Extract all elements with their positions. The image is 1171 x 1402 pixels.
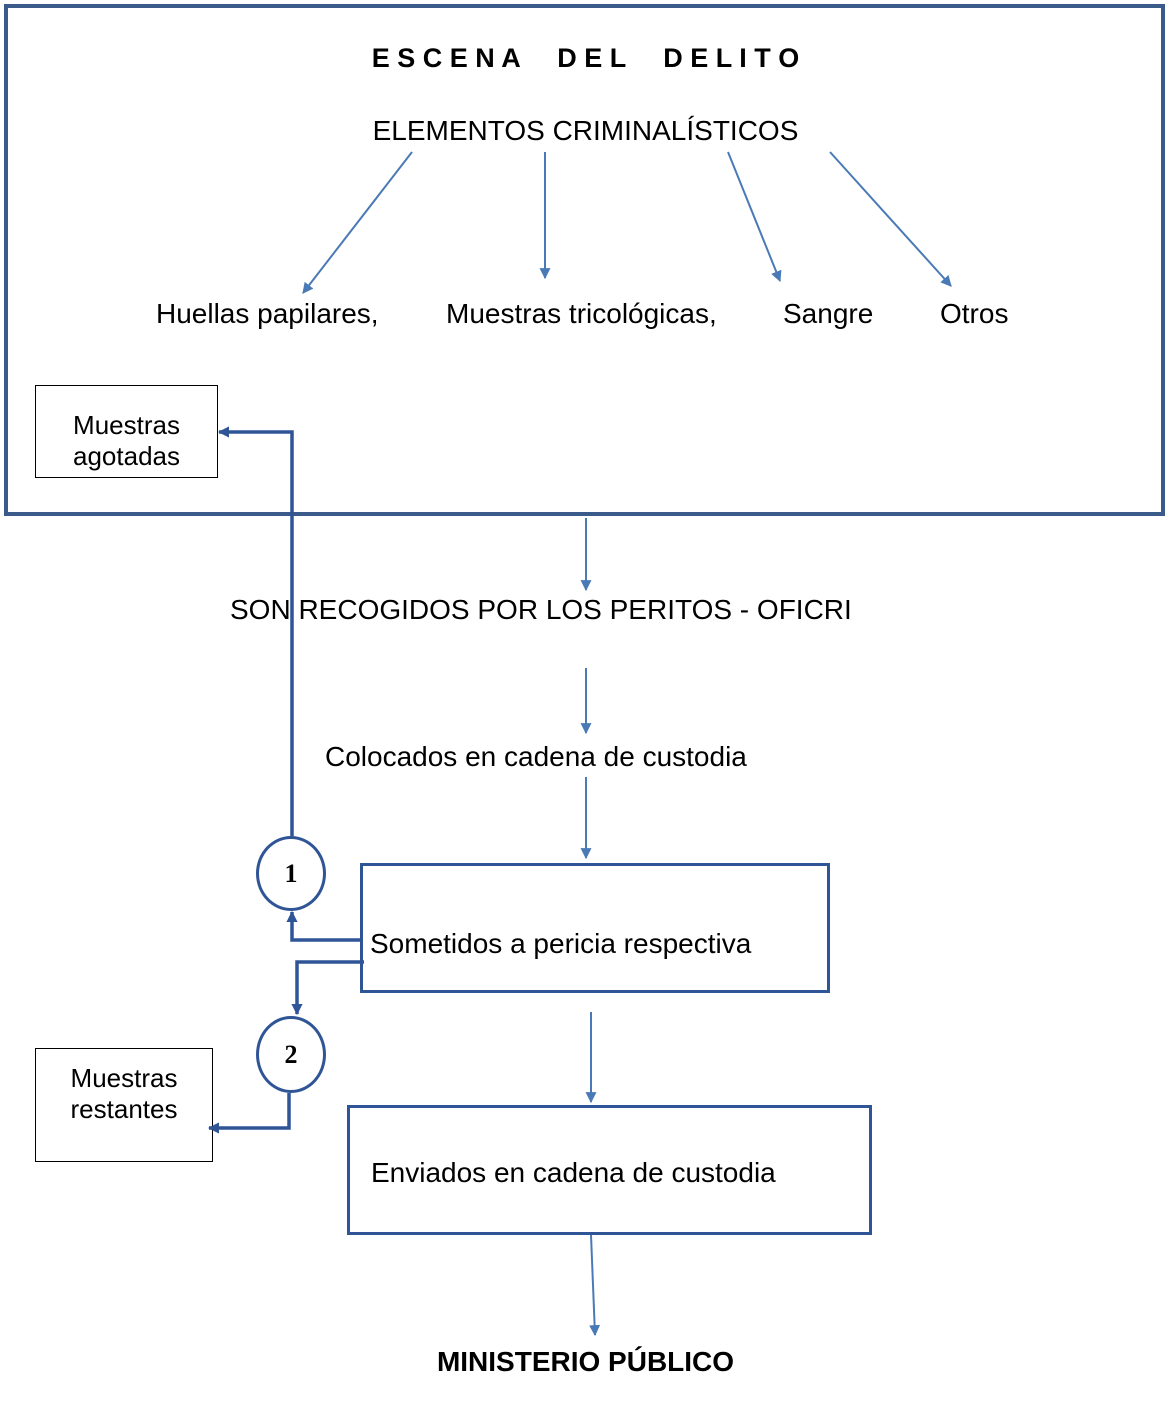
sent-box (347, 1105, 872, 1235)
element-others: Otros (940, 298, 1009, 329)
arrow-analysis-to-circle-2 (291, 960, 364, 1016)
exhausted-samples-box (35, 385, 218, 478)
element-hair-samples: Muestras tricológicas, (446, 298, 717, 329)
branch-1-number: 1 (284, 858, 298, 888)
arrow-circle-2-to-remaining (207, 1093, 291, 1134)
collected-by-experts-text: SON RECOGIDOS POR LOS PERITOS - OFICRI (230, 594, 852, 625)
sent-in-custody-text: Enviados en cadena de custodia (371, 1157, 776, 1188)
remaining-samples-label: Muestras restantes (70, 1063, 178, 1124)
expert-analysis-box (360, 863, 830, 993)
branch-2-number: 2 (284, 1039, 298, 1069)
branch-1-circle: 1 (256, 836, 326, 911)
scene-frame (4, 4, 1165, 516)
expert-analysis-text: Sometidos a pericia respectiva (370, 928, 752, 959)
arrow-analysis-to-circle-1 (286, 910, 360, 942)
chain-of-custody-placed-text: Colocados en cadena de custodia (325, 741, 747, 772)
exhausted-samples-label: Muestras agotadas (73, 410, 180, 471)
criminalistic-elements-heading: ELEMENTOS CRIMINALÍSTICOS (372, 115, 799, 146)
public-ministry-label: MINISTERIO PÚBLICO (436, 1346, 735, 1377)
branch-2-circle: 2 (256, 1016, 326, 1093)
scene-title: E S C E N A D E L D E L I T O (371, 43, 800, 73)
element-blood: Sangre (783, 298, 874, 329)
arrow-to-ministry (589, 1234, 601, 1337)
element-fingerprints: Huellas papilares, (156, 298, 379, 329)
